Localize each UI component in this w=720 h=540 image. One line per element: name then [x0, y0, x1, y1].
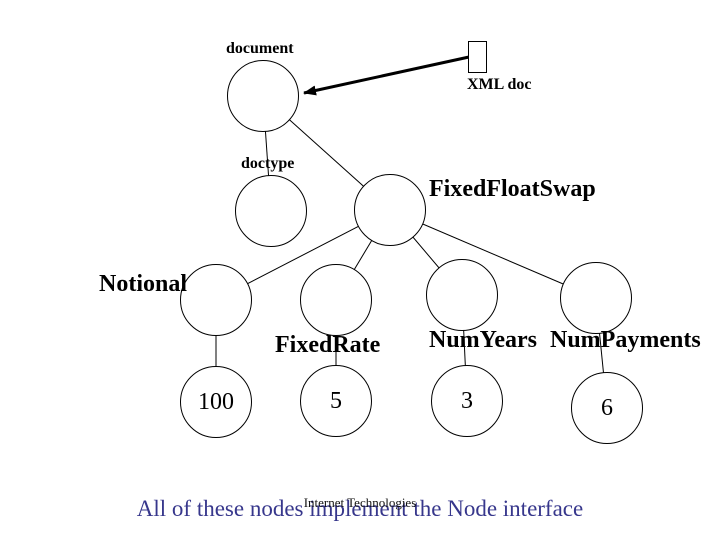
node-fixedrate-circle	[300, 264, 372, 336]
numyears-value: 3	[461, 387, 473, 414]
fixedrate-value: 5	[330, 387, 342, 414]
label-numyears: NumYears	[429, 327, 537, 353]
notional-value: 100	[198, 388, 234, 415]
label-fixedrate: FixedRate	[275, 332, 381, 358]
textnode-notional-value-circle: 100	[180, 366, 252, 438]
textnode-numpayments-value-circle: 6	[571, 372, 643, 444]
label-doctype: doctype	[241, 155, 295, 172]
edge-root-numpayments	[389, 209, 597, 299]
xml-doc-icon	[468, 41, 487, 73]
node-root-element-circle	[354, 174, 426, 246]
footer-text: Internet Technologies	[303, 495, 417, 510]
numpayments-value: 6	[601, 394, 613, 421]
node-document-circle	[227, 60, 299, 132]
headline-text: All of these nodes implement the Node in…	[136, 496, 584, 521]
label-root-element: FixedFloatSwap	[429, 176, 596, 202]
label-document: document	[226, 40, 294, 57]
textnode-numyears-value-circle: 3	[431, 365, 503, 437]
label-xml-doc: XML doc	[467, 76, 532, 93]
xml-doc-pointer-arrow	[303, 55, 470, 96]
node-numpayments-circle	[560, 262, 632, 334]
node-numyears-circle	[426, 259, 498, 331]
label-notional: Notional	[99, 271, 188, 297]
textnode-fixedrate-value-circle: 5	[300, 365, 372, 437]
node-doctype-circle	[235, 175, 307, 247]
node-notional-circle	[180, 264, 252, 336]
label-numpayments: NumPayments	[550, 327, 701, 353]
